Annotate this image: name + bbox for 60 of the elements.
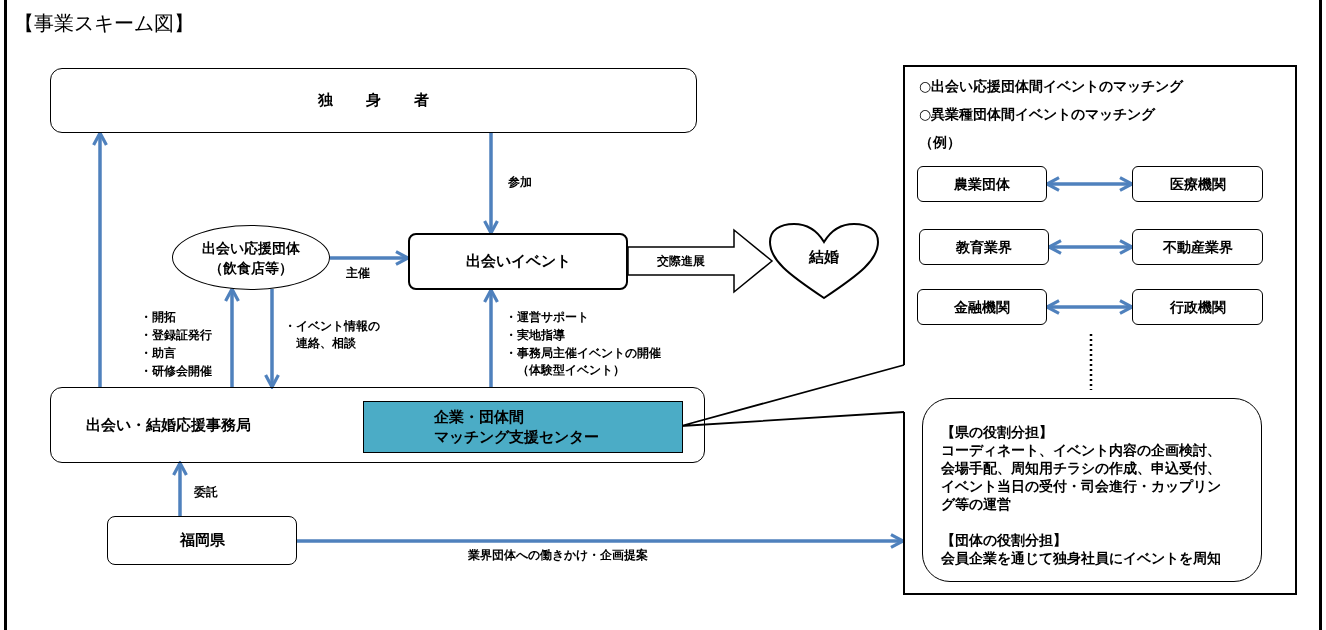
rounded-box (917, 289, 1047, 325)
arrow (264, 288, 280, 389)
box-label: 農業団体 (954, 174, 1010, 194)
double-arrow (1045, 176, 1134, 192)
box-label: 金融機関 (954, 297, 1010, 317)
box-label: 出会い・結婚応援事務局 (86, 414, 251, 436)
double-arrow (1045, 299, 1134, 315)
diagram-title: 【事業スキーム図】 (14, 10, 194, 37)
double-arrow (1047, 239, 1134, 255)
bullet-text: ・研修会開催 (140, 363, 212, 380)
box-label: 企業・団体間 (434, 407, 525, 427)
bullet-text: ・実地指導 (505, 327, 565, 344)
rounded-box (1132, 289, 1263, 325)
rounded-box (1132, 166, 1263, 202)
ellipse-label: 出会い応援団体 (202, 238, 300, 258)
section-text: 会員企業を通じて独身社員にイベントを周知 (941, 549, 1222, 567)
edge-label: 交際進展 (657, 253, 705, 270)
office-box (50, 387, 705, 463)
heart-label: 結婚 (809, 246, 839, 268)
edge-label: 主催 (346, 265, 370, 282)
panel-text: （例） (919, 133, 962, 151)
rounded-box (917, 166, 1047, 202)
bullet-text: ・開拓 (140, 309, 176, 326)
rounded-box (107, 516, 297, 565)
rounded-box (50, 68, 697, 133)
box-label: 医療機関 (1169, 174, 1226, 194)
bullet-text: ・助言 (140, 345, 176, 362)
bullet-text: ・事務局主催イベントの開催（体験型イベント） (505, 345, 662, 379)
box-label: 教育業界 (956, 237, 1012, 257)
section-heading: 【県の役割分担】 (941, 423, 1054, 441)
bullet-text: ・登録証発行 (140, 327, 212, 344)
arrow (92, 131, 108, 387)
arrow (330, 250, 410, 266)
edge-label: 委託 (194, 484, 218, 501)
panel-text: ○異業種団体間イベントのマッチング (919, 105, 1157, 123)
box-label: マッチング支援センター (434, 427, 600, 447)
rounded-box (1132, 229, 1263, 265)
box-label: 行政機関 (1169, 297, 1226, 317)
box-label: 福岡県 (179, 530, 225, 552)
arrow (172, 461, 188, 516)
bullet-text: ・運営サポート (505, 309, 589, 326)
highlighted-box (363, 401, 683, 453)
section-text: コーディネート、イベント内容の企画検討、会場手配、周知用チラシの作成、申込受付、イベント当日の受付・司会進行・カップリング等の運営 (941, 441, 1222, 513)
edge-label: 業界団体への働きかけ・企画提案 (468, 547, 648, 564)
arrow (483, 133, 499, 235)
heart-shape (768, 222, 880, 300)
arrow (483, 288, 499, 387)
rounded-box (922, 398, 1262, 582)
edge-label: 参加 (508, 174, 532, 191)
callout-panel (903, 65, 1297, 595)
block-arrow (627, 228, 774, 294)
panel-text: ○出会い応援団体間イベントのマッチング (919, 77, 1185, 95)
section-heading: 【団体の役割分担】 (941, 531, 1068, 549)
box-label: 不動産業界 (1162, 237, 1233, 257)
ellipse-label: （飲食店等） (209, 258, 293, 278)
box-label: 独身者 (317, 90, 462, 112)
event-box (408, 233, 628, 290)
arrow (297, 533, 905, 549)
box-label: 出会いイベント (465, 251, 571, 273)
rounded-box (919, 229, 1049, 265)
